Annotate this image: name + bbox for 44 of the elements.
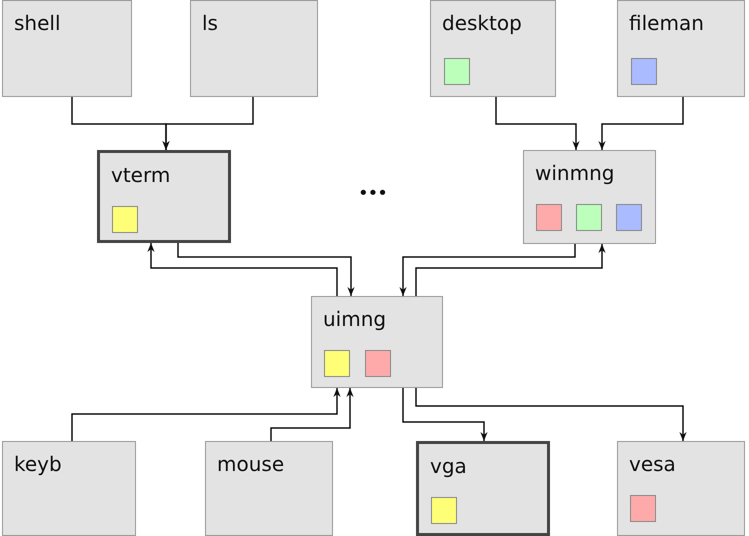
module-name: winmng	[535, 161, 614, 185]
arrow	[399, 244, 576, 296]
module-box	[617, 441, 745, 536]
module-name: fileman	[629, 11, 704, 35]
module-name: vga	[430, 454, 467, 478]
arrow	[270, 388, 354, 441]
module-box	[416, 441, 550, 536]
arrow	[415, 244, 606, 296]
arrow	[147, 243, 338, 296]
module-name: ls	[202, 11, 218, 35]
module-box	[190, 0, 318, 97]
color-square	[536, 204, 562, 231]
module-box	[2, 0, 132, 97]
module-name: keyb	[14, 452, 62, 476]
module-box	[311, 296, 443, 388]
color-square	[365, 350, 391, 377]
arrow	[162, 97, 254, 150]
arrow	[495, 97, 580, 150]
color-square	[630, 495, 656, 522]
module-box	[97, 150, 231, 243]
color-square	[431, 497, 457, 524]
color-square	[444, 58, 470, 85]
color-square	[576, 204, 602, 231]
module-box	[430, 0, 556, 97]
arrow	[598, 97, 684, 150]
module-name: shell	[14, 11, 61, 35]
module-name: desktop	[442, 11, 522, 35]
arrow	[71, 388, 341, 441]
arrow	[415, 388, 687, 441]
color-square	[631, 58, 657, 85]
module-box	[523, 150, 656, 244]
color-square	[324, 350, 350, 377]
module-box	[205, 441, 333, 536]
module-name: mouse	[217, 452, 284, 476]
color-square	[112, 206, 138, 233]
module-name: vesa	[629, 452, 676, 476]
module-name: vterm	[111, 163, 170, 187]
color-square	[616, 204, 642, 231]
module-box	[2, 441, 136, 536]
module-box	[617, 0, 745, 97]
ellipsis: •••	[358, 184, 387, 204]
module-name: uimng	[323, 307, 386, 331]
arrow	[177, 243, 355, 296]
arrow	[402, 388, 488, 441]
